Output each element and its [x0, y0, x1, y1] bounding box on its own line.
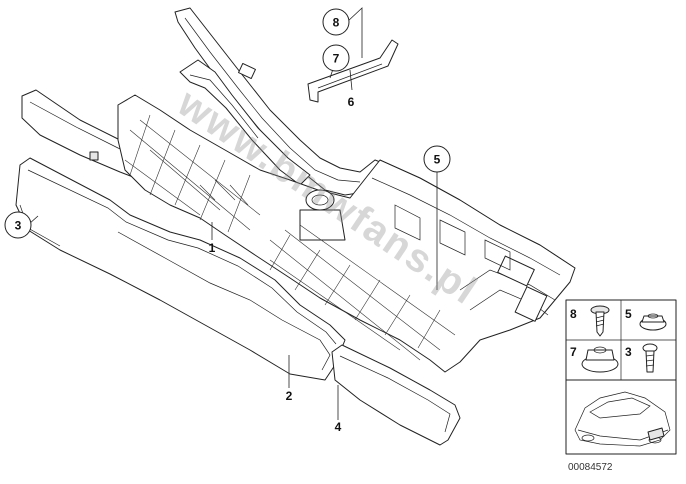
legend-label-5: 5	[625, 307, 632, 321]
svg-text:8: 8	[333, 16, 340, 30]
legend-label-7: 7	[570, 345, 577, 359]
svg-text:5: 5	[434, 153, 441, 167]
callout-3: 3	[4, 211, 32, 239]
bracket-part-6	[307, 39, 399, 103]
screw-icon	[590, 305, 610, 337]
callout-7: 7	[322, 44, 350, 72]
callout-4: 4	[335, 420, 342, 434]
fastener-legend: 8 5 7 3	[565, 299, 677, 381]
legend-label-3: 3	[625, 345, 632, 359]
flange-nut-small-icon	[639, 313, 667, 331]
clip-icon	[642, 343, 658, 373]
document-number: 00084572	[568, 462, 613, 473]
svg-text:7: 7	[333, 52, 340, 66]
legend-label-8: 8	[570, 307, 577, 321]
callout-6: 6	[348, 95, 355, 109]
trim-panel-rear	[331, 344, 461, 446]
vehicle-thumbnail	[565, 379, 677, 455]
svg-text:3: 3	[15, 219, 22, 233]
callout-8: 8	[322, 8, 350, 36]
flange-nut-large-icon	[581, 346, 619, 373]
callout-5: 5	[423, 145, 451, 173]
lattice-structure	[124, 114, 456, 361]
console-body	[117, 94, 576, 373]
callout-1: 1	[209, 241, 216, 255]
callout-2: 2	[286, 389, 293, 403]
